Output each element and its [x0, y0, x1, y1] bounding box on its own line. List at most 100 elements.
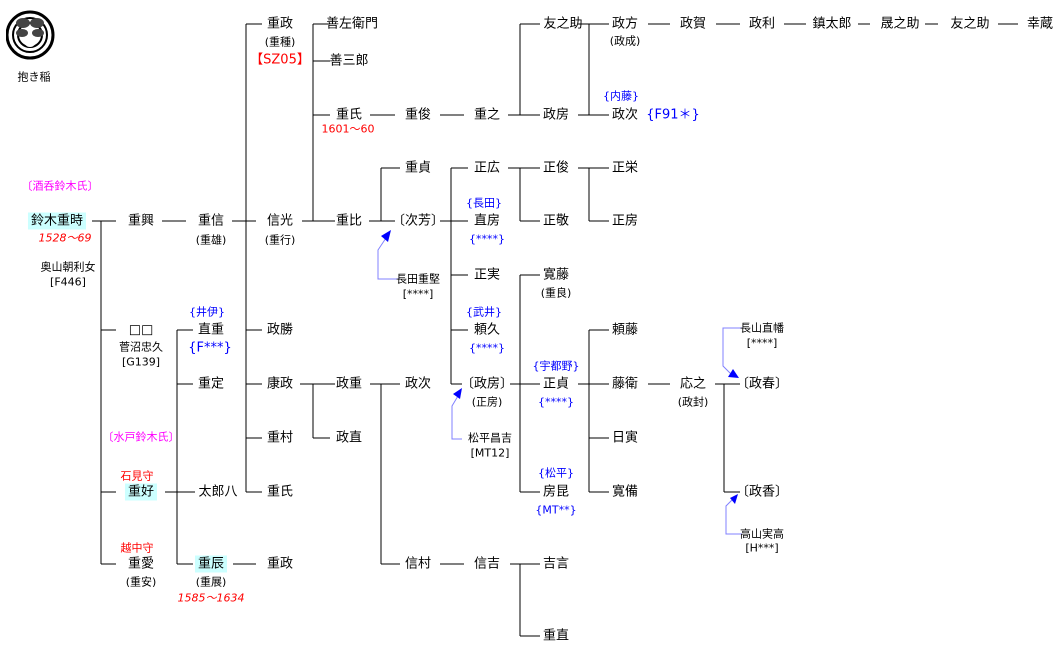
- person: 重俊: [404, 107, 432, 123]
- adopter-label: 松平昌吉: [468, 431, 512, 445]
- clan-note: {宇都野}: [532, 359, 580, 373]
- adopter-label: 長田重堅: [396, 272, 440, 286]
- alt-name: (重雄): [195, 233, 227, 247]
- clan-label-mito: 〔水戸鈴木氏〕: [102, 430, 180, 444]
- alt-name: (正房): [471, 395, 503, 409]
- person: 重政: [266, 16, 294, 32]
- person: 直房: [473, 213, 501, 229]
- clan-note: {井伊}: [189, 305, 225, 319]
- person: 鎮太郎: [812, 16, 852, 32]
- person: 重興: [127, 213, 155, 229]
- person: 重政: [266, 556, 294, 572]
- person: 重定: [197, 376, 225, 392]
- person: 正房: [611, 213, 639, 229]
- person-shigetoki2: 重辰: [194, 555, 228, 573]
- alt-name: (重展): [195, 575, 227, 589]
- person: 〔政春〕: [735, 376, 789, 392]
- crest-icon: [6, 10, 55, 60]
- person: 正実: [473, 267, 501, 283]
- person: 直重: [197, 322, 225, 338]
- person: 日寅: [611, 430, 639, 446]
- alt-name: (重行): [264, 233, 296, 247]
- person: 正貞: [542, 376, 570, 392]
- person-shigeyoshi: 重好: [124, 483, 158, 501]
- person: 幸蔵: [1026, 16, 1054, 32]
- person: 政重: [335, 376, 363, 392]
- person: 太郎八: [198, 484, 238, 500]
- person: 重之: [473, 107, 501, 123]
- spouse-label: 奥山朝利女: [40, 260, 96, 274]
- person: 友之助: [543, 16, 583, 32]
- person: 政直: [335, 430, 363, 446]
- adopter-label: 長山直幡: [740, 321, 784, 335]
- clan-note: {武井}: [466, 305, 502, 319]
- alt-name: (重種): [264, 35, 296, 49]
- clan-label-shuten: 〔酒呑鈴木氏〕: [21, 179, 99, 193]
- title-label: 越中守: [120, 541, 154, 555]
- clan-note: {長田}: [466, 196, 502, 210]
- code-label: [****]: [402, 287, 434, 301]
- crest-label: 抱き稲: [17, 70, 51, 84]
- person: 正敬: [542, 213, 570, 229]
- alt-name: (政成): [609, 34, 641, 48]
- alt-name: (重良): [540, 286, 572, 300]
- code-label: [****]: [746, 336, 778, 350]
- date-label: 1585〜1634: [177, 591, 245, 605]
- person: 正栄: [611, 160, 639, 176]
- person: 房昆: [542, 484, 570, 500]
- code-label: {MT**}: [535, 503, 577, 517]
- person: 政賀: [679, 16, 707, 32]
- person: 重氏: [266, 484, 294, 500]
- person: 政次: [611, 107, 639, 123]
- person: 〔次芳〕: [391, 213, 445, 229]
- person: 政次: [404, 376, 432, 392]
- person: 善三郎: [329, 53, 369, 69]
- clan-note: {内藤}: [603, 89, 639, 103]
- person: 頼藤: [611, 322, 639, 338]
- person-shigetoki: 鈴木重時: [27, 212, 87, 230]
- adopter-label: 高山実高: [740, 527, 784, 541]
- person: 政房: [542, 107, 570, 123]
- person: 友之助: [950, 16, 990, 32]
- code-label: [MT12]: [470, 446, 510, 460]
- person: 康政: [266, 376, 294, 392]
- alt-name: (重安): [125, 575, 157, 589]
- person: 政方: [611, 16, 639, 32]
- person: 寛藤: [542, 267, 570, 283]
- date-label: 1528〜69: [38, 231, 92, 245]
- person: 〔政房〕: [460, 376, 514, 392]
- person: 重村: [266, 430, 294, 446]
- person: 重信: [197, 213, 225, 229]
- person: 〔政香〕: [735, 484, 789, 500]
- person: 応之: [679, 376, 707, 392]
- person: 重氏: [335, 107, 363, 123]
- person: 藤衛: [611, 376, 639, 392]
- person: 晟之助: [880, 16, 920, 32]
- person: 重貞: [404, 160, 432, 176]
- person: 善左衛門: [325, 16, 379, 32]
- person: 重直: [542, 628, 570, 644]
- code-label: [F446]: [50, 275, 86, 289]
- title-label: 石見守: [120, 469, 154, 483]
- person: 正広: [473, 160, 501, 176]
- code-label: {****}: [469, 341, 505, 355]
- person: 政利: [748, 16, 776, 32]
- code-label: {****}: [538, 395, 574, 409]
- person: 重愛: [127, 556, 155, 572]
- person: 頼久: [473, 322, 501, 338]
- alt-name: (政封): [677, 395, 709, 409]
- code-label: 【SZ05】: [250, 52, 310, 68]
- person: 信村: [404, 556, 432, 572]
- person: 信吉: [473, 556, 501, 572]
- code-label: [G139]: [121, 355, 161, 369]
- adopter-label: 菅沼忠久: [119, 340, 163, 354]
- clan-note: {松平}: [538, 466, 574, 480]
- person: 吉言: [542, 556, 570, 572]
- person: 正俊: [542, 160, 570, 176]
- person: 寛備: [611, 484, 639, 500]
- code-label: [H***]: [745, 541, 779, 555]
- person: 信光: [266, 213, 294, 229]
- code-label: {F***}: [188, 340, 232, 356]
- code-label: {F91＊}: [646, 107, 700, 123]
